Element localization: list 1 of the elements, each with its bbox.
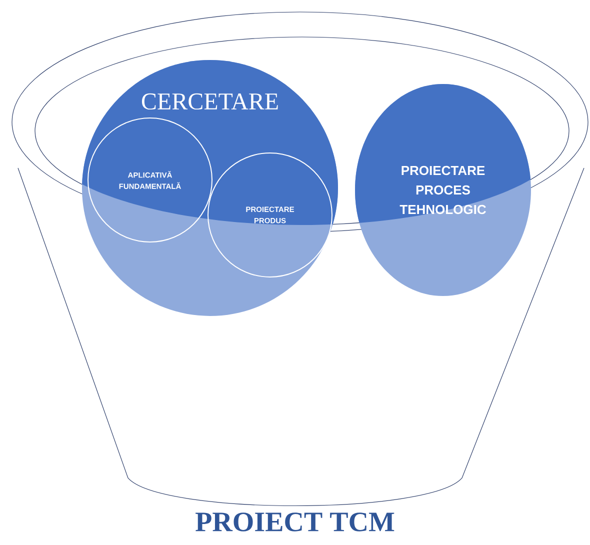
title: PROIECT TCM	[196, 512, 394, 532]
